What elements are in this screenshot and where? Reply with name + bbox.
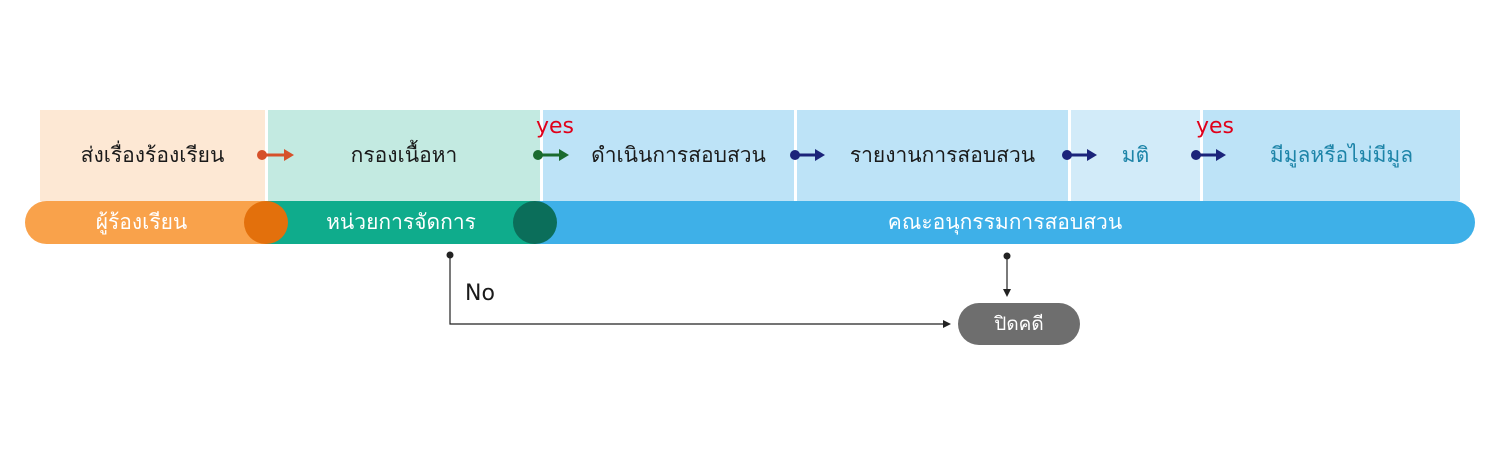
actor-label: คณะอนุกรรมการสอบสวน — [887, 210, 1123, 234]
step-investigate: ดำเนินการสอบสวน — [543, 110, 794, 201]
actor-management-unit: หน่วยการจัดการ — [266, 201, 536, 244]
arrow-icon — [533, 149, 569, 161]
arrow-icon — [1191, 149, 1226, 161]
actor-label: หน่วยการจัดการ — [326, 210, 476, 234]
no-label: No — [465, 281, 495, 306]
close-case-node: ปิดคดี — [958, 303, 1080, 345]
step-submit-complaint: ส่งเรื่องร้องเรียน — [40, 110, 265, 201]
no-path-connector — [446, 251, 951, 328]
step-label: กรองเนื้อหา — [350, 143, 458, 167]
step-label: รายงานการสอบสวน — [849, 143, 1036, 167]
actor-label: ผู้ร้องเรียน — [95, 210, 188, 234]
arrow-icon — [257, 149, 294, 161]
yes-label: yes — [1196, 114, 1235, 139]
yes-label: yes — [536, 114, 575, 139]
step-screen-content: กรองเนื้อหา — [268, 110, 540, 201]
step-label: ดำเนินการสอบสวน — [591, 143, 766, 167]
step-label: ส่งเรื่องร้องเรียน — [80, 143, 225, 167]
joint-circle — [513, 201, 557, 244]
close-path-connector — [1003, 252, 1011, 297]
step-investigation-report: รายงานการสอบสวน — [797, 110, 1068, 201]
joint-circle — [244, 201, 288, 244]
step-label: มติ — [1121, 143, 1150, 167]
step-label: มีมูลหรือไม่มีมูล — [1269, 143, 1414, 167]
arrow-icon — [790, 149, 825, 161]
step-verdict: มีมูลหรือไม่มีมูล — [1203, 110, 1460, 201]
close-case-label: ปิดคดี — [994, 313, 1044, 335]
arrow-icon — [1062, 149, 1097, 161]
actor-investigation-subcommittee: คณะอนุกรรมการสอบสวน — [535, 201, 1475, 244]
